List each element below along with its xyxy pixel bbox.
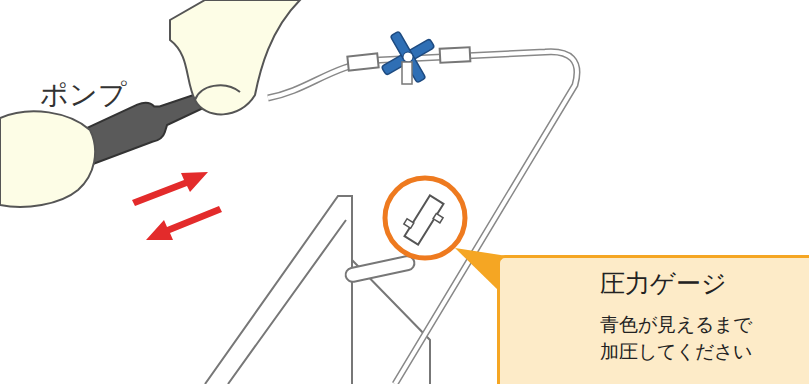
callout-note: 青色が見えるまで 加圧してください bbox=[600, 311, 775, 366]
right-hand bbox=[195, 85, 240, 100]
right-hand bbox=[170, 0, 300, 114]
tube-connector bbox=[440, 47, 471, 63]
part-label: ポンプ bbox=[40, 76, 127, 114]
tube-clip bbox=[344, 255, 415, 283]
pressure-gauge bbox=[399, 192, 450, 249]
callout-box: 圧力ゲージ青色が見えるまで 加圧してください bbox=[497, 255, 809, 384]
callout-heading: 圧力ゲージ bbox=[600, 268, 801, 301]
stopcock bbox=[370, 20, 445, 95]
push-pull-arrows bbox=[132, 172, 222, 240]
stand-frame bbox=[205, 196, 352, 384]
left-hand bbox=[0, 111, 95, 207]
stopcock-port bbox=[402, 62, 412, 84]
tube-connector bbox=[347, 53, 378, 70]
highlight-circle bbox=[385, 178, 465, 258]
